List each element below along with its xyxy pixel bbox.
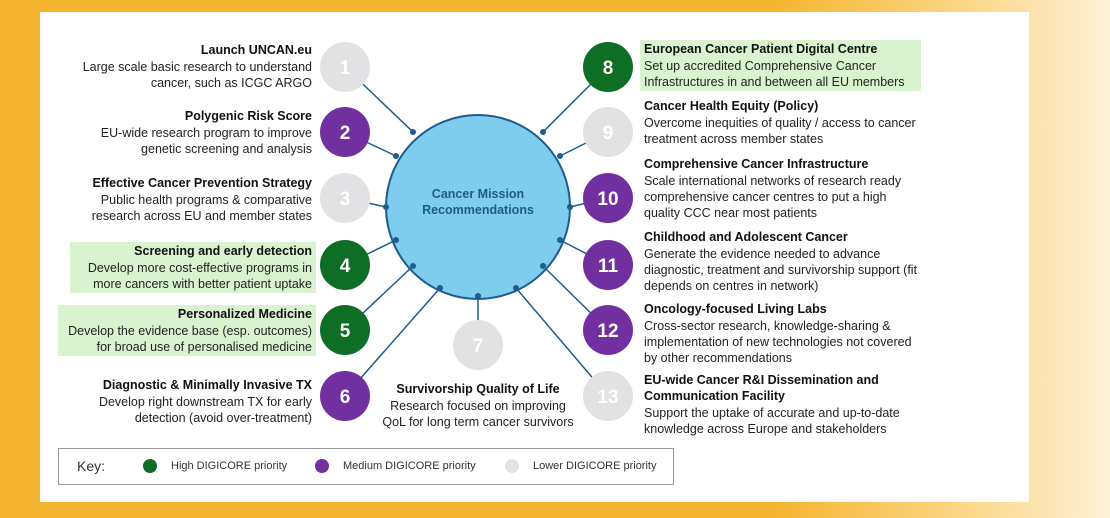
recommendation-6: Diagnostic & Minimally Invasive TX Develo… bbox=[66, 377, 316, 426]
recommendation-node-11 bbox=[583, 240, 633, 290]
recommendation-description: Research focused on improving QoL for lo… bbox=[382, 399, 574, 429]
legend-medium: Medium DIGICORE priority bbox=[343, 460, 476, 472]
connector-dot bbox=[383, 204, 389, 210]
legend-title: Key: bbox=[77, 458, 106, 474]
high-priority-dot-icon bbox=[143, 459, 157, 473]
recommendation-description: Cross-sector research, knowledge-sharing… bbox=[644, 319, 912, 365]
connector-dot bbox=[540, 263, 546, 269]
recommendation-title: Personalized Medicine bbox=[177, 307, 312, 321]
legend-lower: Lower DIGICORE priority bbox=[533, 460, 657, 472]
connector-dot bbox=[540, 129, 546, 135]
center-title: Recommendations bbox=[422, 203, 534, 217]
recommendation-title: Oncology-focused Living Labs bbox=[644, 302, 827, 316]
medium-priority-dot-icon bbox=[315, 459, 329, 473]
recommendation-title: European Cancer Patient Digital Centre bbox=[644, 42, 878, 56]
recommendation-description: Develop the evidence base (esp. outcomes… bbox=[68, 324, 312, 354]
recommendation-description: Develop more cost-effective programs in … bbox=[87, 261, 312, 291]
connector-dot bbox=[393, 153, 399, 159]
recommendation-title: Polygenic Risk Score bbox=[184, 109, 312, 123]
recommendation-node-4 bbox=[320, 240, 370, 290]
node-number: 1 bbox=[340, 58, 351, 79]
recommendation-title: EU-wide Cancer R&I Dissemination and Com… bbox=[644, 373, 879, 403]
connector-dot bbox=[557, 153, 563, 159]
node-number: 2 bbox=[340, 123, 351, 144]
recommendation-9: Cancer Health Equity (Policy) Overcome in… bbox=[644, 98, 919, 147]
node-number: 13 bbox=[597, 387, 618, 408]
legend-high: High DIGICORE priority bbox=[171, 460, 288, 472]
connector-dot bbox=[410, 263, 416, 269]
connector-dot bbox=[410, 129, 416, 135]
lower-priority-dot-icon bbox=[505, 459, 519, 473]
recommendation-description: Develop right downstream TX for early de… bbox=[98, 395, 312, 425]
recommendation-title: Cancer Health Equity (Policy) bbox=[644, 99, 819, 113]
recommendation-description: Support the uptake of accurate and up-to… bbox=[644, 406, 900, 436]
recommendation-title: Childhood and Adolescent Cancer bbox=[644, 230, 848, 244]
connector-dot bbox=[557, 237, 563, 243]
recommendation-node-13 bbox=[583, 371, 633, 421]
node-number: 4 bbox=[340, 256, 351, 277]
node-number: 8 bbox=[603, 58, 614, 79]
recommendation-description: Set up accredited Comprehensive Cancer I… bbox=[644, 59, 905, 89]
recommendation-node-2 bbox=[320, 107, 370, 157]
connector-dot bbox=[475, 293, 481, 299]
recommendation-title: Diagnostic & Minimally Invasive TX bbox=[102, 378, 312, 392]
node-number: 3 bbox=[340, 189, 351, 210]
recommendation-node-7 bbox=[453, 320, 503, 370]
node-number: 11 bbox=[598, 256, 619, 277]
recommendation-node-6 bbox=[320, 371, 370, 421]
recommendation-description: EU-wide research program to improve gene… bbox=[100, 126, 312, 156]
connector-dot bbox=[567, 204, 573, 210]
recommendation-node-10 bbox=[583, 173, 633, 223]
recommendation-description: Overcome inequities of quality / access … bbox=[644, 116, 916, 146]
recommendation-description: Generate the evidence needed to advance … bbox=[644, 247, 918, 293]
recommendation-node-1 bbox=[320, 42, 370, 92]
connector-dot bbox=[437, 285, 443, 291]
connector-dot bbox=[393, 237, 399, 243]
recommendation-node-8 bbox=[583, 42, 633, 92]
node-number: 7 bbox=[473, 336, 484, 357]
recommendation-title: Screening and early detection bbox=[134, 244, 312, 258]
node-number: 6 bbox=[340, 387, 351, 408]
recommendation-title: Effective Cancer Prevention Strategy bbox=[92, 176, 312, 190]
connector-dot bbox=[513, 285, 519, 291]
recommendation-node-9 bbox=[583, 107, 633, 157]
recommendation-node-12 bbox=[583, 305, 633, 355]
recommendation-title: Launch UNCAN.eu bbox=[200, 43, 312, 57]
recommendation-title: Survivorship Quality of Life bbox=[396, 382, 560, 396]
recommendation-description: Scale international networks of research… bbox=[644, 174, 902, 220]
recommendation-13: EU-wide Cancer R&I Dissemination and Com… bbox=[644, 372, 929, 437]
center-title: Cancer Mission bbox=[432, 187, 524, 201]
recommendation-description: Large scale basic research to understand… bbox=[82, 60, 312, 90]
recommendation-node-5 bbox=[320, 305, 370, 355]
legend: Key: High DIGICORE priority Medium DIGIC… bbox=[58, 448, 674, 485]
recommendation-title: Comprehensive Cancer Infrastructure bbox=[644, 157, 869, 171]
node-number: 9 bbox=[603, 123, 614, 144]
node-number: 12 bbox=[597, 321, 618, 342]
recommendation-node-3 bbox=[320, 173, 370, 223]
recommendation-description: Public health programs & comparative res… bbox=[91, 193, 312, 223]
node-number: 5 bbox=[340, 321, 351, 342]
node-number: 10 bbox=[597, 189, 618, 210]
